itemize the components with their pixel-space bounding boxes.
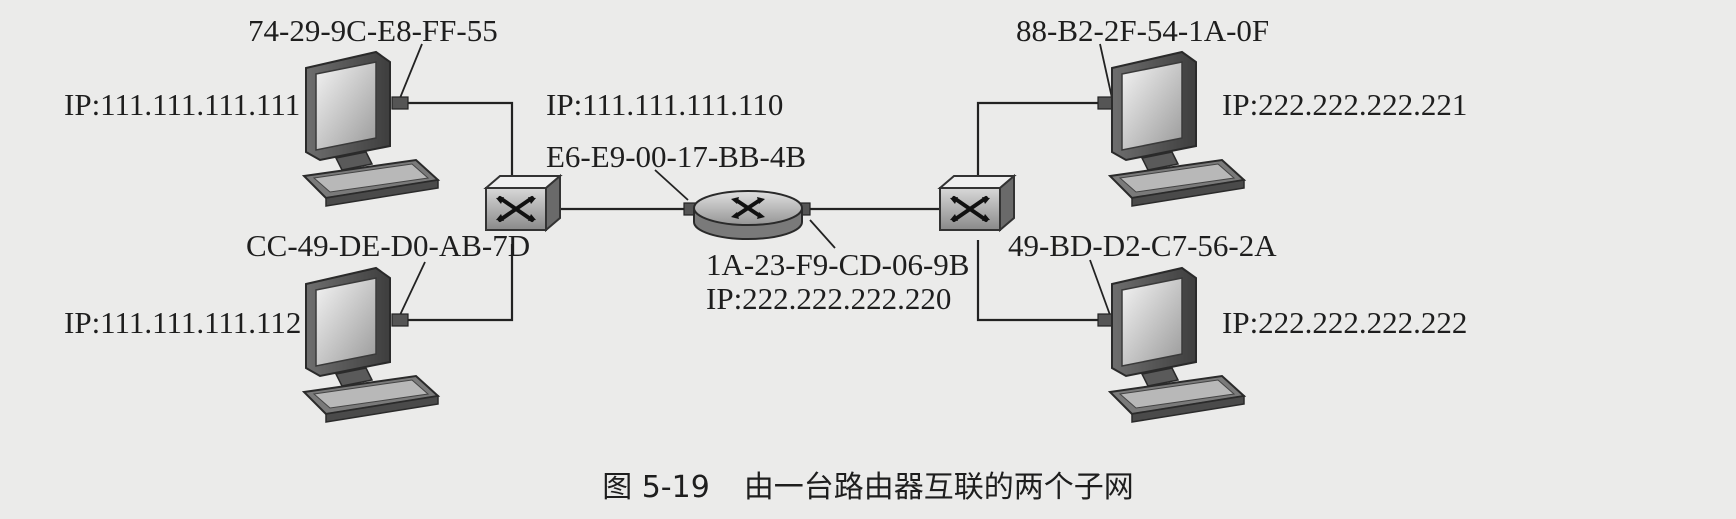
switch-icon-right — [938, 174, 1016, 232]
mac-label-top-left-host: 74-29-9C-E8-FF-55 — [248, 13, 498, 48]
link-bottom-right-host — [976, 240, 1102, 322]
ip-label-router-right: IP:222.222.222.220 — [706, 281, 952, 316]
computer-icon-top-right — [1109, 51, 1245, 207]
nic-bottom-left — [391, 313, 409, 327]
figure-caption: 图 5-19 由一台路由器互联的两个子网 — [0, 470, 1736, 506]
link-top-left-host — [405, 101, 514, 190]
mac-pointer-top-right — [1099, 43, 1113, 99]
mac-pointer-router-left — [654, 169, 689, 201]
ip-label-bottom-left-host: IP:111.111.111.112 — [64, 305, 302, 340]
ip-label-router-left: IP:111.111.111.110 — [546, 87, 784, 122]
mac-label-bottom-right-host: 49-BD-D2-C7-56-2A — [1008, 228, 1277, 263]
link-top-right-host — [976, 101, 1102, 190]
mac-pointer-bottom-left — [399, 261, 426, 316]
link-lines — [405, 101, 1102, 322]
ip-label-top-left-host: IP:111.111.111.111 — [64, 87, 301, 122]
mac-pointer-router-right — [809, 219, 836, 249]
ip-label-top-right-host: IP:222.222.222.221 — [1222, 87, 1468, 122]
mac-label-bottom-left-host: CC-49-DE-D0-AB-7D — [246, 228, 531, 263]
link-bottom-left-host — [405, 244, 514, 322]
router-icon — [693, 190, 803, 240]
nic-top-left — [391, 96, 409, 110]
mac-label-router-left: E6-E9-00-17-BB-4B — [546, 139, 807, 174]
figure-number: 图 5-19 — [602, 470, 710, 505]
figure-caption-text: 由一台路由器互联的两个子网 — [743, 470, 1134, 505]
mac-pointer-bottom-right — [1089, 259, 1111, 316]
ip-label-bottom-right-host: IP:222.222.222.222 — [1222, 305, 1468, 340]
computer-icon-top-left — [303, 51, 439, 207]
mac-label-router-right: 1A-23-F9-CD-06-9B — [706, 247, 970, 282]
computer-icon-bottom-left — [303, 267, 439, 423]
switch-icon-left — [484, 174, 562, 232]
computer-icon-bottom-right — [1109, 267, 1245, 423]
mac-pointer-top-left — [399, 43, 423, 99]
mac-label-top-right-host: 88-B2-2F-54-1A-0F — [1016, 13, 1270, 48]
